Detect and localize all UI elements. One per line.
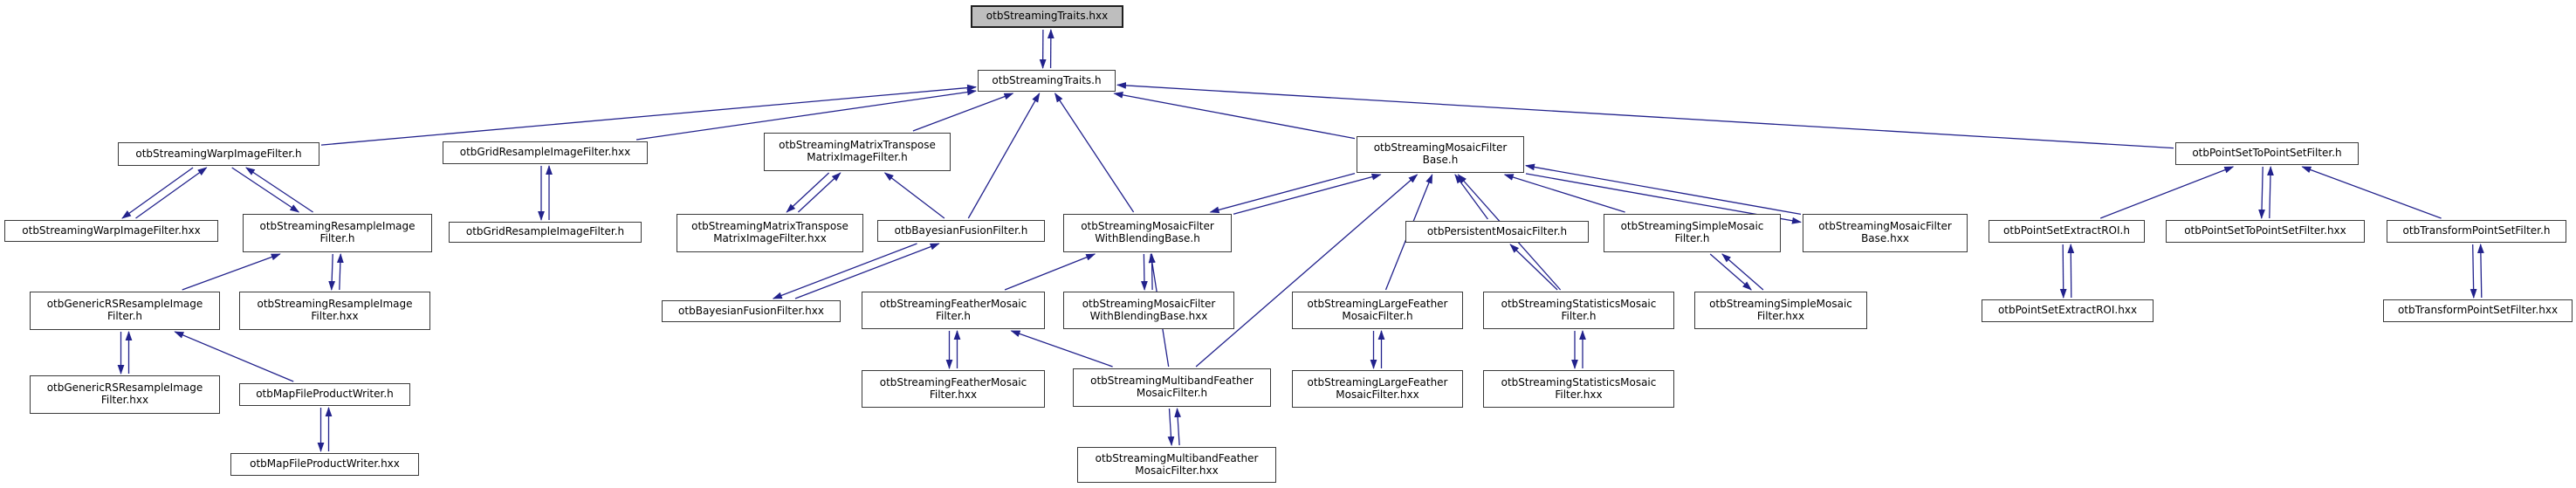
- node-matrixtranspose_h[interactable]: otbStreamingMatrixTranspose MatrixImageF…: [764, 133, 951, 171]
- edge-resample_h-to-resample_hxx: [328, 253, 336, 291]
- node-largefeather_h[interactable]: otbStreamingLargeFeather MosaicFilter.h: [1292, 292, 1463, 329]
- edge-simple_hxx-to-simple_h: [1721, 253, 1764, 291]
- edge-matrixtranspose_hxx-to-matrixtranspose_h: [797, 172, 841, 213]
- edge-multiband_h-to-mosaicbase_h: [1195, 174, 1419, 368]
- node-warp_h[interactable]: otbStreamingWarpImageFilter.h: [118, 142, 319, 166]
- edge-resample_h-to-warp_h: [245, 167, 313, 213]
- edge-multiband_hxx-to-multiband_h: [1174, 408, 1182, 446]
- edge-mosaicbase_h-to-traits_h: [1113, 92, 1356, 140]
- edge-genericrs_h-to-resample_h: [182, 253, 281, 291]
- edge-simple_h-to-simple_hxx: [1709, 253, 1752, 291]
- node-mapfile_h[interactable]: otbMapFileProductWriter.h: [239, 383, 410, 406]
- node-genericrs_hxx[interactable]: otbGenericRSResampleImage Filter.hxx: [30, 375, 220, 414]
- node-pstps_hxx[interactable]: otbPointSetToPointSetFilter.hxx: [2166, 220, 2365, 243]
- node-persistent_h[interactable]: otbPersistentMosaicFilter.h: [1405, 221, 1589, 243]
- node-mapfile_hxx[interactable]: otbMapFileProductWriter.hxx: [230, 453, 419, 476]
- edge-transform_h-to-pstps_h: [2301, 166, 2442, 219]
- node-multiband_hxx[interactable]: otbStreamingMultibandFeather MosaicFilte…: [1077, 447, 1276, 483]
- node-resample_h[interactable]: otbStreamingResampleImage Filter.h: [243, 214, 432, 252]
- edge-warp_h-to-warp_hxx: [121, 167, 194, 219]
- node-mosaicbase_hxx[interactable]: otbStreamingMosaicFilter Base.hxx: [1803, 214, 1968, 252]
- node-transform_hxx[interactable]: otbTransformPointSetFilter.hxx: [2383, 299, 2573, 322]
- node-wbb_h[interactable]: otbStreamingMosaicFilter WithBlendingBas…: [1063, 214, 1232, 252]
- edge-statistics_h-to-persistent_h: [1509, 244, 1558, 291]
- edge-mosaicbase_hxx-to-mosaicbase_h: [1525, 163, 1802, 216]
- edge-matrixtranspose_h-to-traits_h: [912, 93, 1014, 132]
- edge-multiband_h-to-feather_h: [1010, 330, 1113, 368]
- node-warp_hxx[interactable]: otbStreamingWarpImageFilter.hxx: [4, 220, 218, 242]
- node-wbb_hxx[interactable]: otbStreamingMosaicFilter WithBlendingBas…: [1063, 292, 1234, 329]
- edge-matrixtranspose_h-to-matrixtranspose_hxx: [786, 172, 830, 213]
- edge-pstps_h-to-traits_h: [1116, 82, 2174, 149]
- node-feather_hxx[interactable]: otbStreamingFeatherMosaic Filter.hxx: [862, 370, 1045, 408]
- node-feather_h[interactable]: otbStreamingFeatherMosaic Filter.h: [862, 292, 1045, 329]
- node-resample_hxx[interactable]: otbStreamingResampleImage Filter.hxx: [239, 292, 430, 330]
- edge-bayesian_h-to-matrixtranspose_h: [883, 172, 945, 219]
- edge-transform_hxx-to-transform_h: [2476, 244, 2484, 299]
- edge-multiband_h-to-multiband_hxx: [1167, 408, 1175, 446]
- edge-wbb_h-to-mosaicbase_h: [1233, 173, 1382, 215]
- node-simple_h[interactable]: otbStreamingSimpleMosaic Filter.h: [1604, 214, 1781, 252]
- node-pstps_h[interactable]: otbPointSetToPointSetFilter.h: [2175, 142, 2359, 165]
- edge-extractroi_h-to-extractroi_hxx: [2059, 244, 2067, 299]
- node-bayesian_hxx[interactable]: otbBayesianFusionFilter.hxx: [662, 300, 841, 322]
- node-statistics_h[interactable]: otbStreamingStatisticsMosaic Filter.h: [1483, 292, 1674, 329]
- node-transform_h[interactable]: otbTransformPointSetFilter.h: [2387, 220, 2566, 243]
- edge-bayesian_h-to-traits_h: [967, 93, 1041, 219]
- node-extractroi_hxx[interactable]: otbPointSetExtractROI.hxx: [1982, 299, 2154, 322]
- node-extractroi_h[interactable]: otbPointSetExtractROI.h: [1989, 220, 2145, 243]
- edge-wbb_hxx-to-wbb_h: [1148, 253, 1156, 291]
- edge-warp_h-to-resample_h: [231, 167, 300, 213]
- edge-simple_h-to-mosaicbase_h: [1503, 174, 1625, 213]
- node-mosaicbase_h[interactable]: otbStreamingMosaicFilter Base.h: [1357, 136, 1524, 173]
- edge-warp_hxx-to-warp_h: [135, 167, 208, 219]
- edge-wbb_h-to-traits_h: [1054, 93, 1135, 213]
- node-bayesian_h[interactable]: otbBayesianFusionFilter.h: [877, 220, 1045, 242]
- edge-mosaicbase_h-to-wbb_h: [1209, 172, 1356, 214]
- node-gridresample_hxx[interactable]: otbGridResampleImageFilter.hxx: [443, 141, 648, 164]
- node-gridresample_h[interactable]: otbGridResampleImageFilter.h: [449, 222, 642, 243]
- node-simple_hxx[interactable]: otbStreamingSimpleMosaic Filter.hxx: [1694, 292, 1867, 329]
- node-multiband_h[interactable]: otbStreamingMultibandFeather MosaicFilte…: [1073, 368, 1271, 407]
- node-traits_hxx: otbStreamingTraits.hxx: [971, 5, 1123, 28]
- edge-extractroi_h-to-pstps_h: [2099, 166, 2235, 219]
- edge-persistent_h-to-mosaicbase_h: [1454, 174, 1488, 220]
- edge-pstps_h-to-pstps_hxx: [2258, 166, 2265, 219]
- node-genericrs_h[interactable]: otbGenericRSResampleImage Filter.h: [30, 292, 220, 330]
- node-matrixtranspose_hxx[interactable]: otbStreamingMatrixTranspose MatrixImageF…: [677, 214, 863, 252]
- node-traits_h[interactable]: otbStreamingTraits.h: [978, 70, 1116, 92]
- edge-mapfile_h-to-genericrs_h: [174, 331, 294, 382]
- edge-feather_h-to-wbb_h: [1004, 253, 1096, 291]
- node-largefeather_hxx[interactable]: otbStreamingLargeFeather MosaicFilter.hx…: [1292, 370, 1463, 408]
- node-statistics_hxx[interactable]: otbStreamingStatisticsMosaic Filter.hxx: [1483, 370, 1674, 408]
- edge-transform_h-to-transform_hxx: [2470, 244, 2477, 299]
